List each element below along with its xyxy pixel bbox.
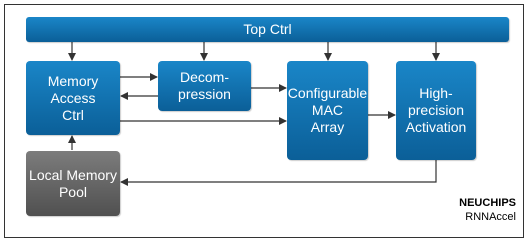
brand-label: NEUCHIPS RNNAccel <box>459 196 516 224</box>
configurable-mac-array-block: Configurable MAC Array <box>287 61 368 160</box>
brand-product: RNNAccel <box>465 211 516 223</box>
brand-company: NEUCHIPS <box>459 197 516 209</box>
local-memory-pool-block: Local Memory Pool <box>26 151 120 216</box>
high-precision-activation-block: High- precision Activation <box>396 61 476 160</box>
memory-access-ctrl-block: Memory Access Ctrl <box>26 61 120 135</box>
decompression-block: Decom- pression <box>158 61 251 111</box>
diagram-frame <box>4 4 524 238</box>
top-ctrl-block: Top Ctrl <box>26 17 509 42</box>
arrow-activation-to-memorypool <box>120 160 437 186</box>
